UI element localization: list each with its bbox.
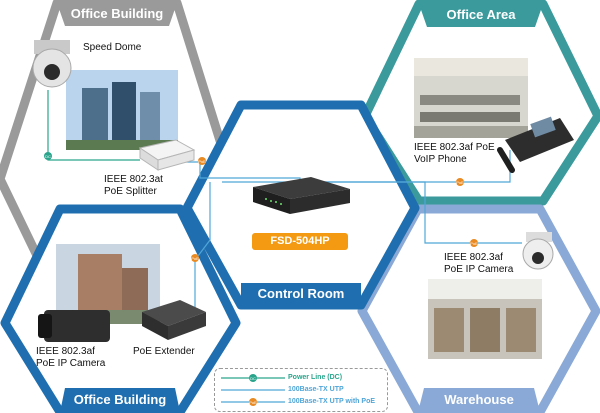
voip-phone-label-line2: VoIP Phone [414, 154, 467, 165]
speed-dome-camera [32, 40, 72, 88]
svg-text:PoE: PoE [198, 159, 206, 164]
legend: DC Power Line (DC) 100Base-TX UTP PoE 10… [214, 368, 388, 412]
warehouse-photo [428, 279, 542, 359]
switch-model-badge: FSD-504HP [252, 233, 348, 250]
poe-marker [456, 178, 464, 186]
svg-text:PoE: PoE [456, 180, 464, 185]
zone-title-warehouse: Warehouse [444, 392, 514, 407]
poe-marker [191, 254, 199, 262]
legend-row-utp: 100Base-TX UTP [215, 384, 387, 396]
zone-title-office-building-bottom: Office Building [73, 392, 167, 407]
tab-warehouse [418, 388, 540, 412]
dc-marker [44, 152, 52, 160]
warehouse-camera-device [522, 232, 554, 270]
warehouse-camera-label-line2: PoE IP Camera [444, 264, 514, 275]
speed-dome-label: Speed Dome [83, 42, 142, 53]
tab-office-building-top [57, 3, 177, 26]
zone-title-office-area: Office Area [446, 7, 516, 22]
zone-title-control-room: Control Room [257, 286, 345, 301]
bottom-camera-label-line2: PoE IP Camera [36, 358, 106, 369]
poe-extender-device [142, 300, 206, 340]
svg-text:PoE: PoE [249, 400, 257, 405]
splitter-label-line2: PoE Splitter [104, 186, 157, 197]
voip-phone-label-line1: IEEE 802.3af PoE [414, 142, 495, 153]
voip-phone-device [497, 116, 574, 173]
poe-marker [470, 239, 478, 247]
office-building-photo [66, 70, 178, 150]
svg-text:DC: DC [250, 376, 256, 381]
splitter-label-line1: IEEE 802.3at [104, 174, 163, 185]
poe-extender-label: PoE Extender [133, 346, 195, 357]
warehouse-camera-label-line1: IEEE 802.3af [444, 252, 503, 263]
office-building-bottom-photo [56, 244, 160, 324]
poe-splitter-device [138, 139, 196, 171]
bottom-camera-label-line1: IEEE 802.3af [36, 346, 95, 357]
tab-office-area [419, 4, 543, 27]
box-camera-device [38, 310, 110, 342]
svg-text:DC: DC [45, 154, 51, 159]
legend-row-dc: DC Power Line (DC) [215, 372, 387, 384]
legend-label-dc: Power Line (DC) [288, 374, 343, 381]
office-area-photo [414, 58, 528, 138]
markers: DC PoE PoE PoE PoE [44, 152, 478, 262]
legend-row-utp-poe: PoE 100Base-TX UTP with PoE [215, 396, 387, 408]
tab-control-room [241, 283, 361, 305]
tab-office-building-bottom [60, 388, 180, 412]
legend-utp-line [221, 389, 285, 391]
legend-utp-poe-line: PoE [221, 398, 285, 406]
zone-title-office-building-top: Office Building [70, 6, 164, 21]
legend-dc-line: DC [221, 374, 285, 382]
poe-marker [198, 157, 206, 165]
svg-text:PoE: PoE [191, 256, 199, 261]
svg-text:PoE: PoE [470, 241, 478, 246]
switch-device [253, 177, 350, 214]
legend-label-utp: 100Base-TX UTP [288, 386, 344, 393]
legend-label-utp-poe: 100Base-TX UTP with PoE [288, 398, 376, 405]
